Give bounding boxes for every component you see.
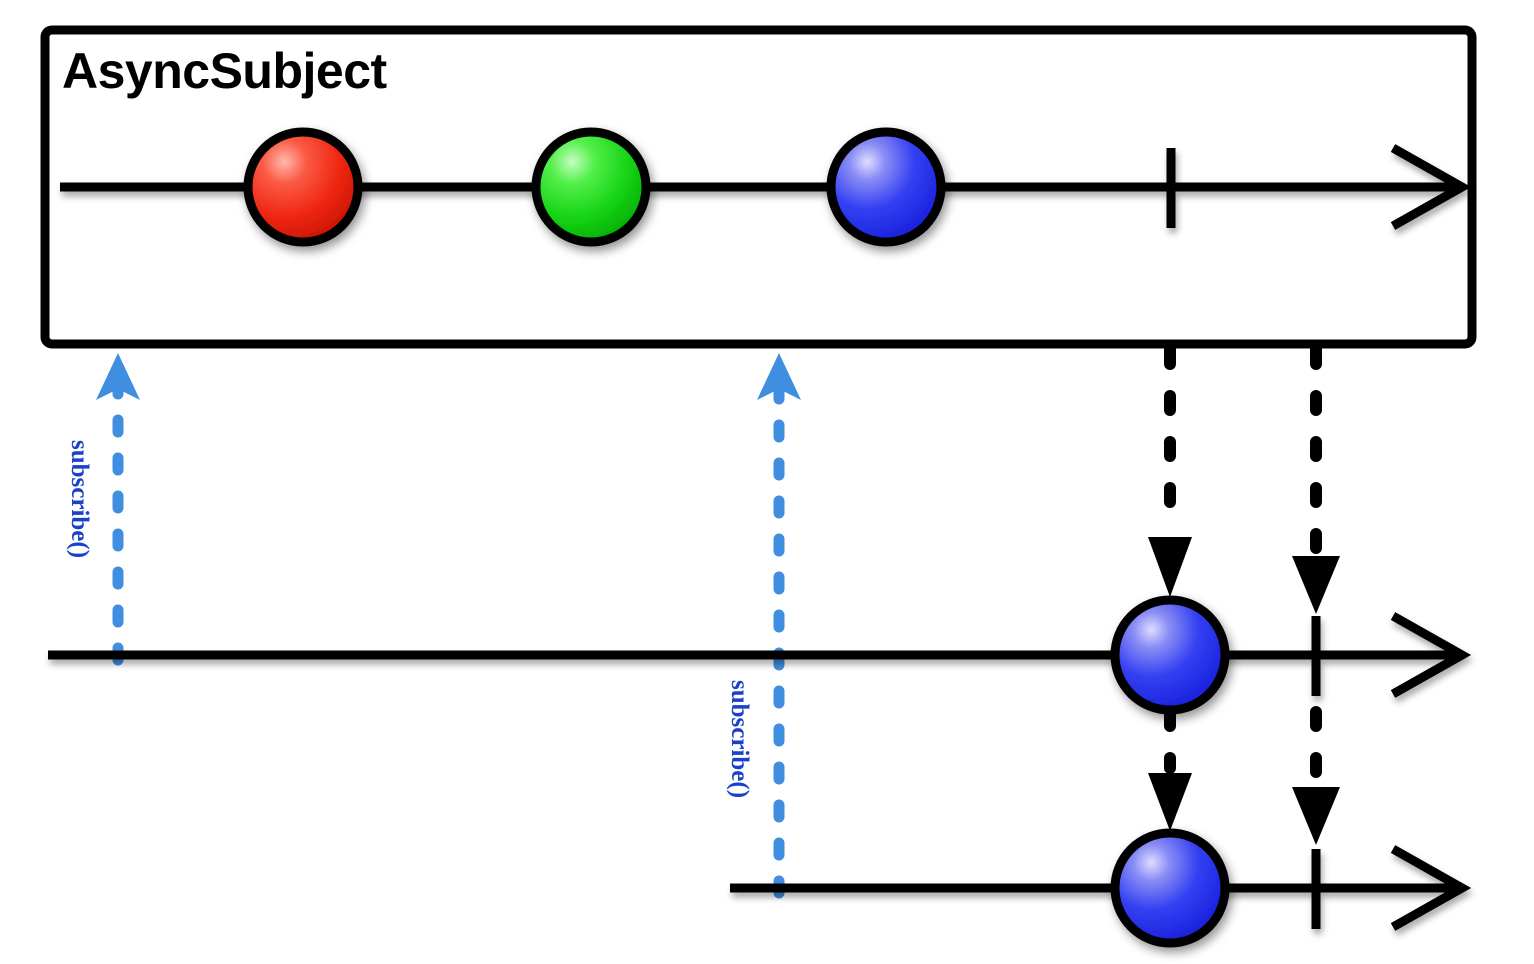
- source-marble-green[interactable]: [531, 127, 651, 247]
- subscribe-label-1: subscribe(): [66, 440, 93, 559]
- emission-arrow-value-to-sub1-head-icon: [1148, 537, 1192, 597]
- emission-arrow-value-to-sub2: [1148, 706, 1192, 831]
- source-marble-red[interactable]: [243, 127, 363, 247]
- subscriber-2-timeline-arrowhead-icon: [1390, 845, 1472, 931]
- subscriber-1-marble-blue[interactable]: [1110, 595, 1230, 715]
- emission-arrow-complete-to-sub1-head-icon: [1292, 556, 1340, 614]
- emission-arrow-complete-to-sub2: [1292, 706, 1340, 845]
- subscribe-label-2: subscribe(): [726, 680, 753, 799]
- page-title: AsyncSubject: [62, 43, 387, 99]
- asyncsubject-box: [40, 25, 1477, 349]
- subscriber-2-marble-blue[interactable]: [1110, 828, 1230, 948]
- subscriber-2-timeline: [730, 845, 1472, 931]
- emission-arrow-value-to-sub1: [1148, 344, 1192, 597]
- subscribe-arrow-1[interactable]: [96, 353, 140, 666]
- subscriber-1-timeline: [48, 612, 1472, 698]
- subscriber-1-timeline-arrowhead-icon: [1390, 612, 1472, 698]
- subscribe-arrow-2-head-icon: [757, 353, 801, 400]
- source-timeline-arrowhead-icon: [1390, 144, 1472, 230]
- source-marble-blue[interactable]: [826, 127, 946, 247]
- emission-arrow-complete-to-sub1: [1292, 344, 1340, 614]
- emission-arrow-value-to-sub2-head-icon: [1148, 773, 1192, 831]
- subscribe-arrow-1-head-icon: [96, 353, 140, 400]
- emission-arrow-complete-to-sub2-head-icon: [1292, 787, 1340, 845]
- subscribe-arrow-2[interactable]: [757, 353, 801, 899]
